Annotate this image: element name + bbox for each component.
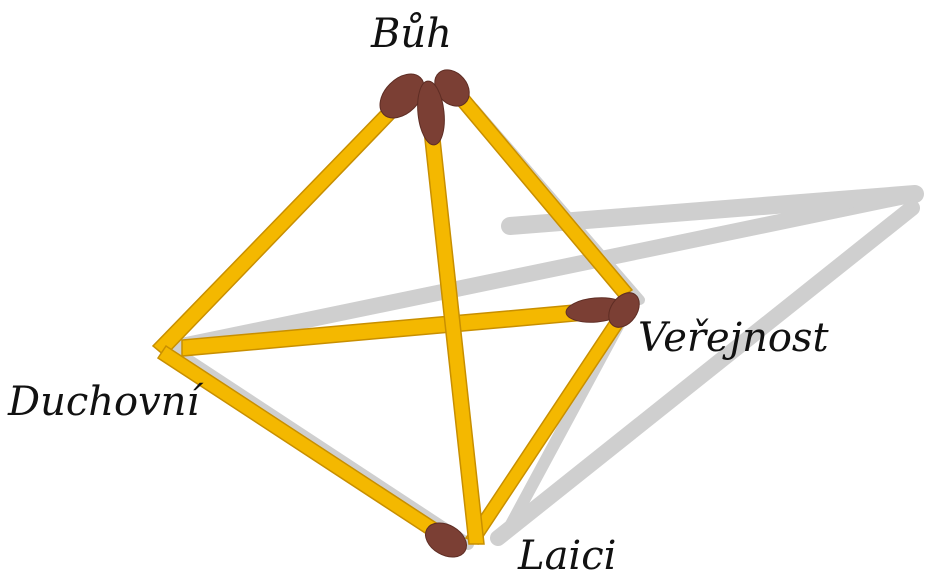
vertex-label-verejnost: Veřejnost: [638, 318, 829, 358]
matchstick-top-bottom: [424, 130, 484, 544]
matchstick-left-bottom: [158, 346, 450, 544]
matchsticks: [153, 90, 632, 544]
shadow-bottom-to-far: [498, 208, 912, 538]
vertex-label-laici: Laici: [518, 536, 616, 576]
vertex-label-duchovni: Duchovní: [8, 382, 199, 422]
vertex-label-buh: Bůh: [371, 14, 452, 54]
